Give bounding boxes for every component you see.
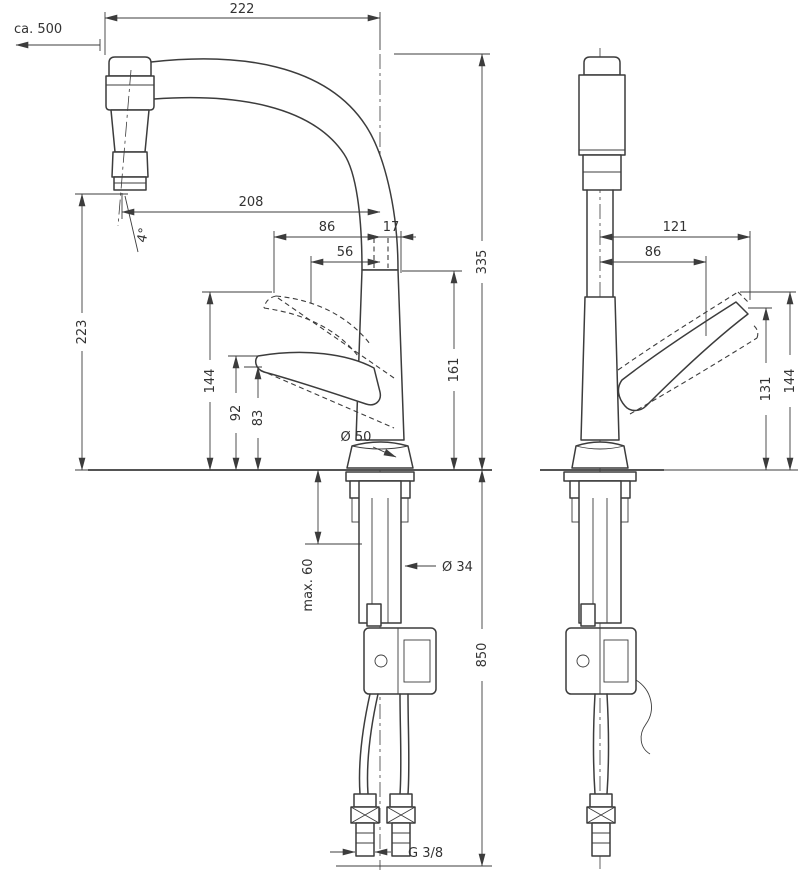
mounting-stud-left-side <box>571 497 580 523</box>
dim-label-92: 92 <box>229 405 244 422</box>
dim-label-86-side: 86 <box>645 245 662 260</box>
handle-swing-line-high <box>277 297 395 379</box>
dim-label-144-side: 144 <box>783 369 798 394</box>
fitting-nut-cross <box>386 806 416 824</box>
dim-label-83: 83 <box>251 410 266 427</box>
handspray-taper <box>110 109 150 153</box>
handle-front-raised-position <box>259 295 395 429</box>
handle-side-raised-tip <box>737 291 750 304</box>
hose-junction-block-side <box>565 627 637 695</box>
dim-label-161: 161 <box>447 358 462 383</box>
fitting-thread <box>355 822 375 857</box>
dim-label-222: 222 <box>230 2 255 17</box>
threaded-shank-side <box>578 480 622 624</box>
dim-label-335: 335 <box>475 250 490 275</box>
faucet-base-front <box>346 441 414 469</box>
junction-block-port-side <box>576 654 590 668</box>
handspray-grip-side <box>578 74 626 156</box>
dim-label-dia50: Ø 50 <box>341 430 372 445</box>
junction-block-inset <box>403 639 431 683</box>
dim-label-max60: max. 60 <box>301 558 316 611</box>
fitting-nut-cross <box>350 806 380 824</box>
dim-label-131: 131 <box>759 377 774 402</box>
dim-label-86-front: 86 <box>319 220 336 235</box>
dim-label-17: 17 <box>383 220 400 235</box>
supply-hose-left <box>358 693 379 795</box>
pullout-hose-loop <box>635 679 652 755</box>
under-counter-front <box>345 471 437 857</box>
junction-block-inset-side <box>603 639 629 683</box>
handspray-aerator <box>113 176 147 191</box>
spout-outline <box>150 58 399 271</box>
handle-side-lowered-tip <box>751 323 759 339</box>
handle-raised-top-edge <box>275 295 371 345</box>
front-view <box>88 56 492 857</box>
handle-side-raised-edge <box>617 291 739 371</box>
pullout-hose-hidden-line <box>373 238 389 268</box>
mounting-stud-right-side <box>620 497 629 523</box>
mounting-stud-left <box>351 497 360 523</box>
fitting-thread <box>391 822 411 857</box>
dia50-leader <box>372 446 397 458</box>
extension-lines-side <box>664 231 798 471</box>
hose-fitting-left <box>350 793 380 857</box>
supply-hose-right <box>399 693 410 795</box>
fitting-ferrule <box>589 793 613 808</box>
handspray <box>105 56 155 191</box>
fitting-thread-lines <box>392 832 410 844</box>
fitting-nut-cross <box>586 806 616 824</box>
extension-lines-front <box>75 12 492 867</box>
mounting-stud-right <box>400 497 409 523</box>
dimensions: ca. 500 222 208 86 17 56 4° 223 144 <box>14 2 798 867</box>
shank-hose-channels-side <box>592 498 608 623</box>
dim-label-dia34: Ø 34 <box>442 560 473 575</box>
base-washer <box>345 471 415 482</box>
dim-label-pullout: ca. 500 <box>14 22 62 37</box>
handle-swing-line-low <box>259 369 395 429</box>
handspray-nozzle <box>111 151 149 178</box>
faucet-base-side <box>571 441 629 469</box>
side-view <box>540 56 759 857</box>
dim-label-121: 121 <box>663 220 688 235</box>
handle-raised-tip <box>263 295 277 309</box>
threaded-shank <box>358 480 402 624</box>
under-counter-side <box>563 471 652 857</box>
hose-fitting-right <box>386 793 416 857</box>
column-side <box>586 189 614 298</box>
handspray-cap <box>108 56 152 77</box>
dim-label-56: 56 <box>337 245 354 260</box>
dim-label-223: 223 <box>75 320 90 345</box>
fitting-thread <box>591 822 611 857</box>
handspray-cap-side <box>583 56 621 76</box>
handle-raised-bottom-edge <box>263 307 359 357</box>
shank-fitting-side <box>580 603 596 627</box>
junction-block-port <box>374 654 388 668</box>
faucet-base-edge-side <box>575 445 625 450</box>
faucet-base-edge-front <box>351 445 409 450</box>
dim-label-850: 850 <box>475 643 490 668</box>
handle-side <box>617 301 749 412</box>
spray-axis-line <box>117 69 132 227</box>
fitting-ferrule <box>389 793 413 808</box>
dim-label-208: 208 <box>239 195 264 210</box>
handle-side-lowered-edge <box>629 337 758 415</box>
handspray-grip <box>105 75 155 111</box>
dim-label-thread: G 3/8 <box>408 846 443 861</box>
dim-label-144-front: 144 <box>203 369 218 394</box>
fitting-thread-lines <box>592 832 610 844</box>
shank-fitting <box>366 603 382 627</box>
supply-hose-side <box>592 693 610 795</box>
fitting-ferrule <box>353 793 377 808</box>
dim-label-angle: 4° <box>135 226 153 244</box>
hose-fitting-side <box>586 793 616 857</box>
handspray-nozzle-side <box>582 154 622 191</box>
shank-hose-channels <box>371 498 389 623</box>
fitting-thread-lines <box>356 832 374 844</box>
handle-side-swing-positions <box>617 291 759 415</box>
faucet-body-side <box>580 296 620 441</box>
base-washer-side <box>563 471 637 482</box>
angle-leg-line <box>124 195 139 253</box>
